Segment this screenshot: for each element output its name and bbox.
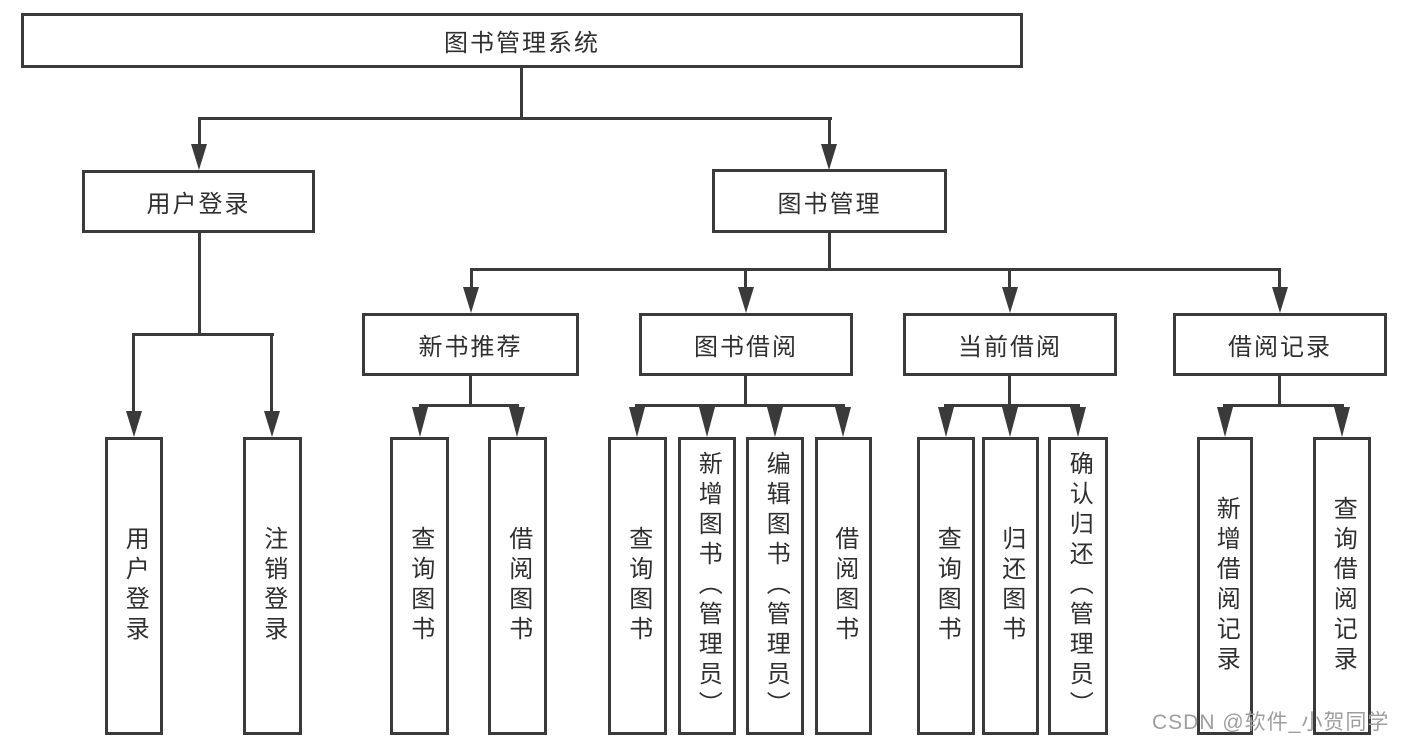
leaf-query-borrow-record: 查询借阅记录 bbox=[1313, 437, 1371, 735]
node-book-borrow: 图书借阅 bbox=[639, 313, 853, 376]
node-user-login-label: 用户登录 bbox=[146, 191, 251, 218]
arrow-down-icon bbox=[264, 411, 280, 437]
leaf-query-book-1: 查询图书 bbox=[390, 437, 449, 735]
leaf-borrow-book-2: 借阅图书 bbox=[815, 437, 872, 735]
connector-user-login-down bbox=[198, 233, 201, 334]
arrow-down-icon bbox=[835, 407, 851, 437]
arrow-down-icon bbox=[767, 407, 783, 437]
node-root-label: 图书管理系统 bbox=[444, 30, 600, 57]
node-book-management-label: 图书管理 bbox=[777, 190, 882, 218]
connector-book-borrow-down bbox=[744, 376, 747, 406]
connector-user-login-bar bbox=[132, 333, 274, 336]
node-user-login: 用户登录 bbox=[82, 170, 315, 233]
leaf-confirm-return-admin-label: 确认归还（管理员） bbox=[1065, 451, 1093, 721]
leaf-add-borrow-record-label: 新增借阅记录 bbox=[1212, 496, 1240, 676]
leaf-add-borrow-record: 新增借阅记录 bbox=[1197, 437, 1253, 735]
leaf-query-book-1-label: 查询图书 bbox=[406, 526, 434, 646]
leaf-add-book-admin-label: 新增图书（管理员） bbox=[694, 451, 722, 721]
connector-book-borrow-bar bbox=[635, 404, 845, 407]
connector-borrow-records-bar bbox=[1223, 404, 1344, 407]
leaf-return-book-label: 归还图书 bbox=[997, 526, 1025, 646]
node-current-borrow-label: 当前借阅 bbox=[958, 334, 1062, 361]
connector-book-management-bar bbox=[470, 268, 1281, 271]
connector-current-borrow-down bbox=[1008, 376, 1011, 406]
leaf-edit-book-admin-label: 编辑图书（管理员） bbox=[762, 451, 790, 721]
arrow-down-icon bbox=[412, 407, 428, 437]
leaf-user-login: 用户登录 bbox=[105, 437, 163, 735]
node-current-borrow: 当前借阅 bbox=[903, 313, 1117, 376]
arrow-down-icon bbox=[1334, 407, 1350, 437]
connector-current-borrow-stem bbox=[1008, 268, 1011, 289]
arrow-down-icon bbox=[738, 287, 754, 313]
arrow-down-icon bbox=[1002, 407, 1018, 437]
leaf-borrow-book-2-label: 借阅图书 bbox=[830, 526, 858, 646]
connector-leaf-stem bbox=[132, 333, 135, 413]
arrow-down-icon bbox=[938, 407, 954, 437]
leaf-query-book-3: 查询图书 bbox=[917, 437, 975, 735]
connector-book-management-down bbox=[828, 233, 831, 270]
leaf-query-book-2: 查询图书 bbox=[608, 437, 667, 735]
node-root: 图书管理系统 bbox=[21, 13, 1023, 68]
connector-new-book-down bbox=[469, 376, 472, 406]
arrow-down-icon bbox=[1002, 287, 1018, 313]
node-book-management: 图书管理 bbox=[712, 169, 947, 233]
arrow-down-icon bbox=[629, 407, 645, 437]
node-book-borrow-label: 图书借阅 bbox=[694, 334, 798, 361]
arrow-down-icon bbox=[1070, 407, 1086, 437]
leaf-confirm-return-admin: 确认归还（管理员） bbox=[1048, 437, 1108, 735]
leaf-query-borrow-record-label: 查询借阅记录 bbox=[1329, 496, 1357, 676]
leaf-return-book: 归还图书 bbox=[982, 437, 1039, 735]
connector-leaf-stem bbox=[270, 333, 273, 413]
connector-borrow-records-stem bbox=[1278, 268, 1281, 289]
node-borrow-records-label: 借阅记录 bbox=[1228, 334, 1332, 361]
arrow-down-icon bbox=[126, 411, 142, 437]
connector-new-book-bar bbox=[419, 404, 519, 407]
arrow-down-icon bbox=[1272, 287, 1288, 313]
connector-borrow-records-down bbox=[1278, 376, 1281, 406]
leaf-user-login-label: 用户登录 bbox=[121, 526, 149, 646]
leaf-logout-label: 注销登录 bbox=[259, 526, 287, 646]
connector-new-book-stem bbox=[470, 268, 473, 289]
connector-root-bar bbox=[198, 117, 832, 120]
leaf-query-book-2-label: 查询图书 bbox=[624, 526, 652, 646]
leaf-borrow-book-1-label: 借阅图书 bbox=[504, 526, 532, 646]
arrow-down-icon bbox=[821, 144, 837, 170]
node-new-book-recommend-label: 新书推荐 bbox=[418, 334, 523, 361]
arrow-down-icon bbox=[463, 287, 479, 313]
node-new-book-recommend: 新书推荐 bbox=[362, 313, 579, 376]
leaf-borrow-book-1: 借阅图书 bbox=[488, 437, 547, 735]
leaf-add-book-admin: 新增图书（管理员） bbox=[678, 437, 736, 735]
leaf-logout: 注销登录 bbox=[243, 437, 302, 735]
connector-user-login-stem bbox=[198, 117, 201, 146]
connector-book-management-stem bbox=[828, 117, 831, 146]
csdn-watermark: CSDN @软件_小贺同学 bbox=[1152, 711, 1390, 734]
node-borrow-records: 借阅记录 bbox=[1173, 313, 1387, 376]
arrow-down-icon bbox=[509, 407, 525, 437]
arrow-down-icon bbox=[1217, 407, 1233, 437]
connector-root-stem bbox=[520, 68, 523, 119]
connector-current-borrow-bar bbox=[944, 404, 1080, 407]
arrow-down-icon bbox=[191, 144, 207, 170]
leaf-edit-book-admin: 编辑图书（管理员） bbox=[746, 437, 804, 735]
arrow-down-icon bbox=[699, 407, 715, 437]
connector-book-borrow-stem bbox=[744, 268, 747, 289]
leaf-query-book-3-label: 查询图书 bbox=[933, 526, 961, 646]
